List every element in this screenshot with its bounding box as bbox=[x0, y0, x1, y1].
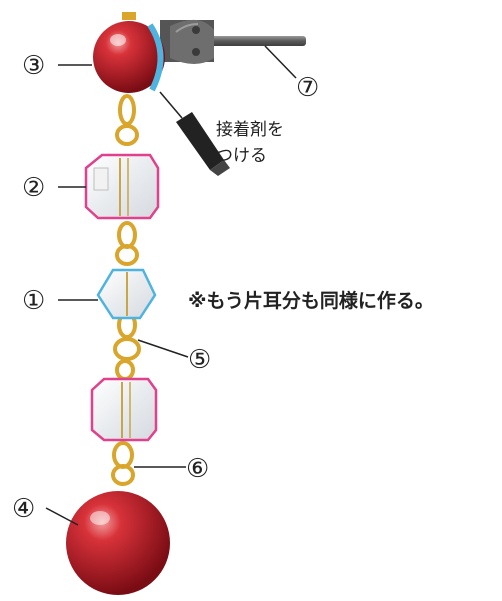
label-part-5: ⑤ bbox=[188, 345, 211, 375]
crystal-cube-upper bbox=[84, 153, 160, 220]
bottom-pearl bbox=[66, 491, 170, 595]
label-part-4: ④ bbox=[12, 494, 35, 524]
label-part-3: ③ bbox=[22, 51, 45, 81]
label-part-2: ② bbox=[22, 173, 45, 203]
earring-post bbox=[160, 19, 306, 64]
glue-tube-icon bbox=[159, 91, 230, 176]
label-part-6: ⑥ bbox=[186, 454, 209, 484]
label-part-7: ⑦ bbox=[296, 73, 319, 103]
glue-note-line2: つける bbox=[216, 146, 267, 166]
label-part-1: ① bbox=[22, 286, 45, 316]
crystal-bicone bbox=[96, 268, 157, 320]
glue-note-line1: 接着剤を bbox=[216, 120, 284, 140]
leader-lines bbox=[45, 45, 297, 526]
glue-highlight bbox=[147, 23, 164, 92]
other-side-note: ※もう片耳分も同様に作る。 bbox=[188, 289, 434, 312]
crystal-cube-lower bbox=[90, 377, 158, 442]
top-pearl bbox=[93, 12, 165, 93]
